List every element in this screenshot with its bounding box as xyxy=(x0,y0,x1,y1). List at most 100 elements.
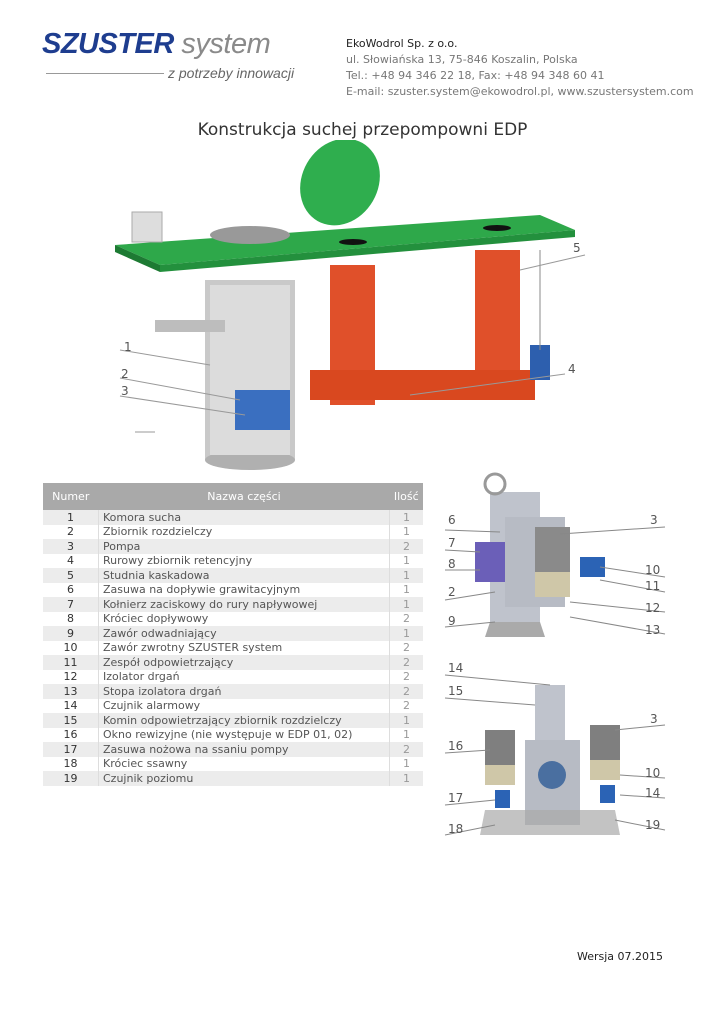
cell-qty: 2 xyxy=(389,684,423,699)
callout-3c: 3 xyxy=(650,712,658,726)
company-phone: Tel.: +48 94 346 22 18, Fax: +48 94 348 … xyxy=(346,69,605,82)
cell-num: 14 xyxy=(43,698,99,713)
cell-name: Króciec ssawny xyxy=(98,756,390,771)
cell-name: Kołnierz zaciskowy do rury napływowej xyxy=(98,597,390,612)
callout-16: 16 xyxy=(448,739,464,753)
company-name: EkoWodrol Sp. z o.o. xyxy=(346,37,458,50)
header-part-name: Nazwa części xyxy=(98,483,390,510)
logo-divider xyxy=(46,73,164,74)
callout-10: 10 xyxy=(645,563,661,577)
header-number: Numer xyxy=(43,483,99,510)
cell-num: 12 xyxy=(43,669,99,684)
callout-9: 9 xyxy=(448,614,456,628)
cell-num: 17 xyxy=(43,742,99,757)
callout-2b: 2 xyxy=(448,585,456,599)
callout-5: 5 xyxy=(573,241,581,255)
cell-qty: 1 xyxy=(403,728,410,742)
company-contact: E-mail: szuster.system@ekowodrol.pl, www… xyxy=(346,85,694,98)
version-label: Wersja 07.2015 xyxy=(577,950,664,963)
header-quantity: Ilość xyxy=(389,483,423,510)
cell-name: Zasuwa nożowa na ssaniu pompy xyxy=(98,742,390,757)
cell-qty: 2 xyxy=(403,612,410,626)
main-station-illustration xyxy=(115,140,586,470)
cell-qty: 2 xyxy=(403,641,410,655)
cell-qty: 1 xyxy=(389,771,423,786)
cell-qty: 2 xyxy=(403,670,410,684)
cell-qty: 1 xyxy=(403,554,410,568)
logo-tagline: z potrzeby innowacji xyxy=(168,65,295,81)
cell-name: Zbiornik rozdzielczy xyxy=(98,524,390,539)
cell-name: Komora sucha xyxy=(98,510,390,525)
cell-num: 18 xyxy=(43,756,99,771)
cell-num: 9 xyxy=(43,626,99,641)
cell-num: 11 xyxy=(43,655,99,670)
callout-17: 17 xyxy=(448,791,464,805)
cell-qty: 1 xyxy=(403,757,410,771)
callout-7: 7 xyxy=(448,536,456,550)
callout-2: 2 xyxy=(121,367,129,381)
cell-qty: 2 xyxy=(403,699,410,713)
company-info: EkoWodrol Sp. z o.o. ul. Słowiańska 13, … xyxy=(346,36,694,100)
cell-name: Zawór zwrotny SZUSTER system xyxy=(98,640,390,655)
cell-name: Rurowy zbiornik retencyjny xyxy=(98,553,390,568)
cell-qty: 2 xyxy=(389,655,423,670)
cell-num: 4 xyxy=(43,553,99,568)
cell-num: 10 xyxy=(43,640,99,655)
cell-num: 6 xyxy=(43,582,99,597)
cell-num: 15 xyxy=(43,713,99,728)
callout-4: 4 xyxy=(568,362,576,376)
cell-name: Komin odpowietrzający zbiornik rozdzielc… xyxy=(98,713,390,728)
cell-qty: 2 xyxy=(389,539,423,554)
callout-6: 6 xyxy=(448,513,456,527)
callout-3b: 3 xyxy=(650,513,658,527)
cell-num: 3 xyxy=(43,539,99,554)
cell-num: 5 xyxy=(43,568,99,583)
cell-name: Studnia kaskadowa xyxy=(98,568,390,583)
cell-num: 16 xyxy=(43,727,99,742)
callout-15: 15 xyxy=(448,684,464,698)
callout-10b: 10 xyxy=(645,766,661,780)
callout-19: 19 xyxy=(645,818,661,832)
callout-18: 18 xyxy=(448,822,464,836)
callout-14: 14 xyxy=(448,661,464,675)
cell-name: Zasuwa na dopływie grawitacyjnym xyxy=(98,582,390,597)
cell-num: 13 xyxy=(43,684,99,699)
callout-3: 3 xyxy=(121,384,129,398)
cell-qty: 1 xyxy=(389,597,423,612)
callout-13: 13 xyxy=(645,623,661,637)
cell-qty: 1 xyxy=(403,583,410,597)
cell-name: Króciec dopływowy xyxy=(98,611,390,626)
cell-name: Okno rewizyjne (nie występuje w EDP 01, … xyxy=(98,727,390,742)
cell-name: Czujnik alarmowy xyxy=(98,698,390,713)
cell-name: Izolator drgań xyxy=(98,669,390,684)
cell-qty: 1 xyxy=(389,568,423,583)
cell-name: Zawór odwadniający xyxy=(98,626,390,641)
cell-name: Pompa xyxy=(98,539,390,554)
cell-qty: 1 xyxy=(403,525,410,539)
callout-8: 8 xyxy=(448,557,456,571)
callout-11: 11 xyxy=(645,579,661,593)
cell-qty: 1 xyxy=(389,713,423,728)
cell-num: 7 xyxy=(43,597,99,612)
callout-1: 1 xyxy=(124,340,132,354)
cell-qty: 1 xyxy=(389,626,423,641)
cell-num: 1 xyxy=(43,510,99,525)
